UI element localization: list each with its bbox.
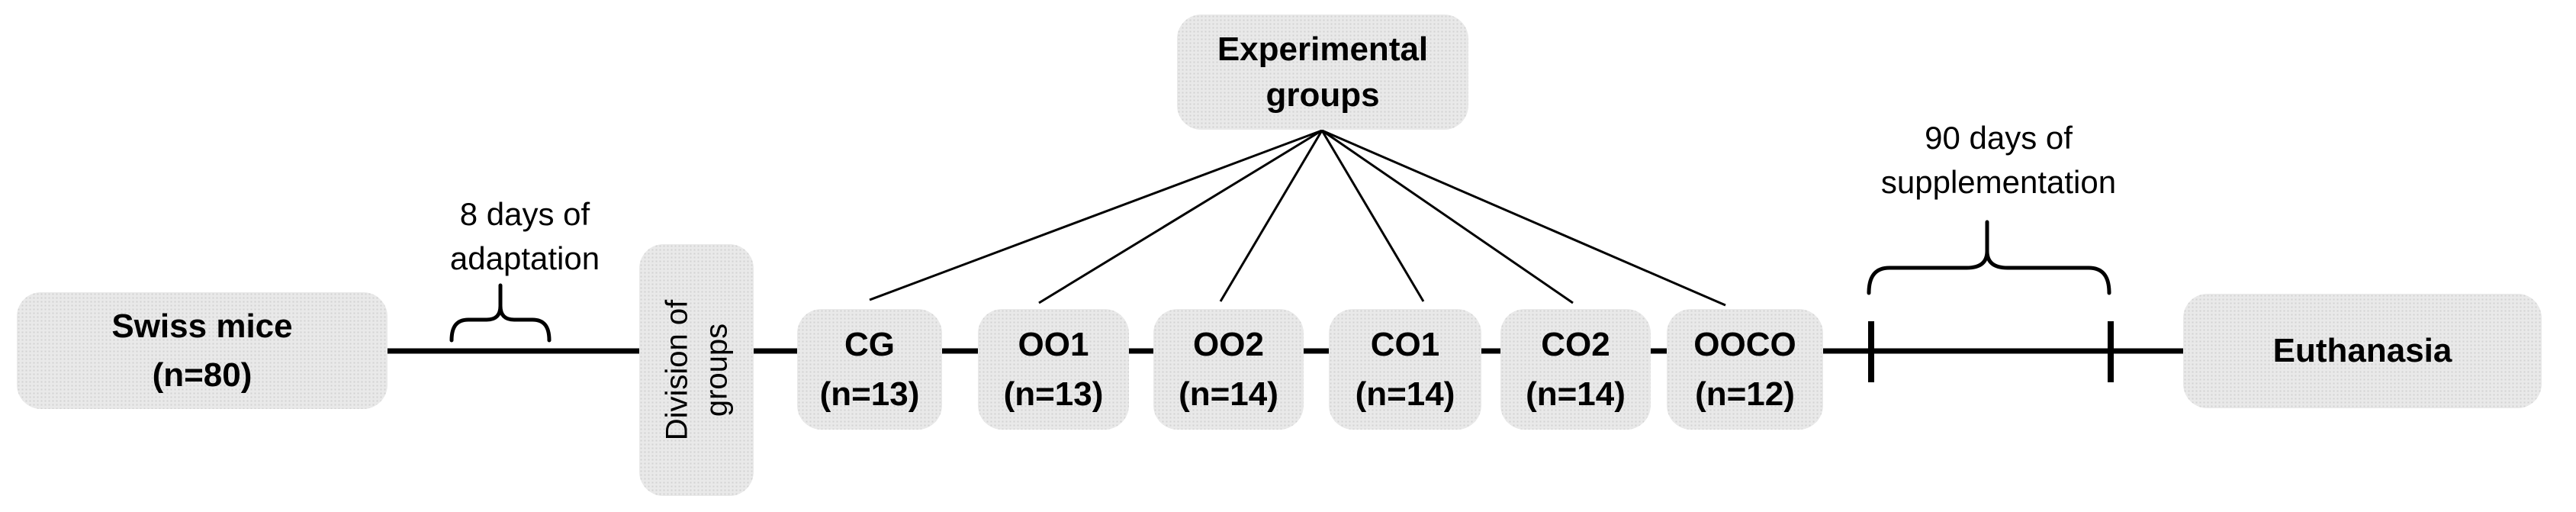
division-of-groups-box: Division of groups — [639, 244, 754, 496]
fan-line-co1 — [1320, 130, 1425, 302]
group-name: CG — [844, 326, 895, 363]
group-n: (n=14) — [1355, 375, 1455, 413]
swiss-mice-box: Swiss mice (n=80) — [17, 292, 388, 409]
group-name: CO1 — [1370, 326, 1440, 363]
swiss-mice-count: (n=80) — [152, 356, 252, 394]
group-name: CO2 — [1541, 326, 1610, 363]
group-box-oo2: OO2 (n=14) — [1153, 309, 1304, 430]
euthanasia-box: Euthanasia — [2183, 294, 2542, 408]
division-label-line2: groups — [699, 323, 734, 417]
supplementation-note-line2: supplementation — [1880, 164, 2117, 200]
adaptation-note: 8 days of adaptation — [388, 192, 662, 281]
group-name: OOCO — [1693, 326, 1796, 363]
fan-line-oo2 — [1219, 130, 1323, 302]
group-name: OO1 — [1018, 326, 1089, 363]
fan-line-co2 — [1321, 129, 1574, 304]
euthanasia-label: Euthanasia — [2272, 332, 2452, 369]
supplementation-note-line1: 90 days of — [1925, 120, 2073, 156]
fan-line-cg — [869, 129, 1323, 301]
fan-line-ooco — [1321, 129, 1726, 307]
fan-line-oo1 — [1038, 129, 1323, 304]
group-n: (n=13) — [819, 375, 920, 413]
adaptation-brace — [449, 283, 552, 343]
experimental-groups-line1: Experimental — [1217, 30, 1429, 68]
supplementation-brace — [1867, 220, 2111, 295]
group-box-ooco: OOCO (n=12) — [1667, 309, 1823, 430]
group-name: OO2 — [1193, 326, 1264, 363]
swiss-mice-label: Swiss mice — [111, 307, 293, 345]
experimental-groups-box: Experimental groups — [1177, 14, 1468, 130]
group-box-oo1: OO1 (n=13) — [978, 309, 1129, 430]
adaptation-note-line2: adaptation — [449, 240, 600, 276]
fan-lines — [869, 129, 1726, 307]
group-n: (n=13) — [1003, 375, 1104, 413]
group-box-co1: CO1 (n=14) — [1329, 309, 1481, 430]
adaptation-note-line1: 8 days of — [459, 196, 590, 232]
group-box-co2: CO2 (n=14) — [1500, 309, 1651, 430]
group-n: (n=14) — [1179, 375, 1278, 413]
group-box-cg: CG (n=13) — [797, 309, 942, 430]
group-n: (n=14) — [1526, 375, 1626, 413]
group-n: (n=12) — [1695, 375, 1795, 413]
division-label-line1: Division of — [660, 299, 694, 441]
division-of-groups-label: Division of groups — [657, 300, 736, 441]
experimental-groups-line2: groups — [1265, 76, 1380, 114]
supplementation-note: 90 days of supplementation — [1846, 116, 2151, 204]
